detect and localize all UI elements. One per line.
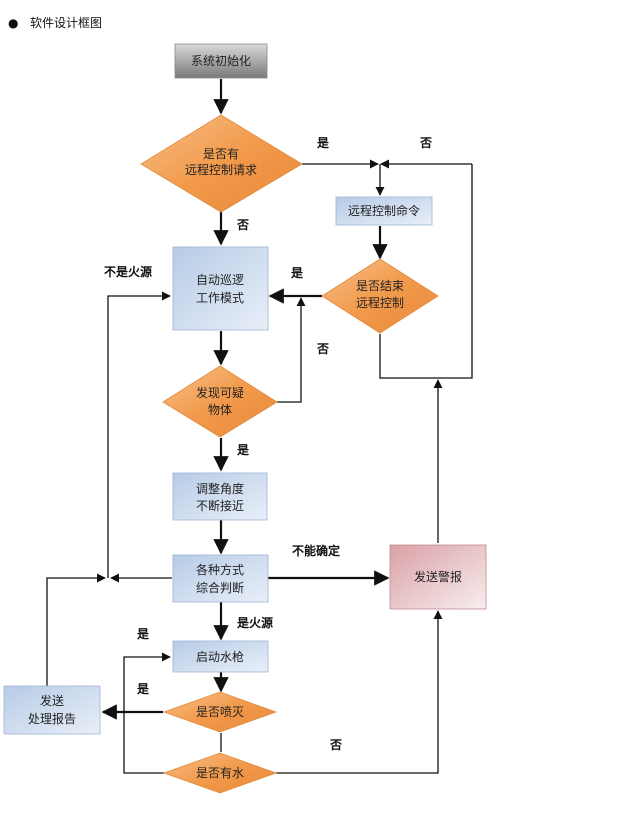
node-auto-patrol: 自动巡逻 工作模式	[172, 246, 269, 331]
edge-end-no-loop	[379, 164, 473, 379]
edge-not-fire-to-patrol	[107, 291, 171, 578]
label-remote-no: 否	[236, 218, 249, 232]
label-extinguished-yes: 是	[136, 682, 150, 696]
header-bullet: ●	[8, 16, 18, 30]
node-remote-request-label-2: 远程控制请求	[185, 162, 257, 177]
label-uncertain: 不能确定	[292, 543, 340, 558]
node-adjust-label-2: 不断接近	[196, 498, 244, 513]
node-has-water-decision: 是否有水	[162, 752, 278, 794]
node-water-gun: 启动水枪	[172, 640, 269, 673]
node-extinguished-decision: 是否喷灭	[162, 691, 278, 733]
edge-labels: 是 否 否 是 否 不是火源 是 不能确定 是火源 是 是 否	[104, 136, 432, 752]
node-adjust-label-1: 调整角度	[196, 481, 244, 496]
label-remote-no-top: 否	[419, 136, 432, 150]
node-remote-command-label: 远程控制命令	[348, 203, 420, 218]
node-suspect-label-1: 发现可疑	[196, 385, 244, 400]
node-auto-patrol-label-1: 自动巡逻	[196, 273, 244, 287]
label-suspect-yes: 是	[236, 443, 250, 457]
node-end-remote-decision: 是否结束 远程控制	[321, 258, 439, 334]
node-suspect-decision: 发现可疑 物体	[162, 365, 278, 438]
edge-suspect-no	[277, 297, 306, 403]
node-report-label-1: 发送	[40, 693, 64, 708]
node-remote-request-label-1: 是否有	[203, 147, 239, 161]
node-remote-command: 远程控制命令	[335, 196, 433, 226]
node-has-water-label: 是否有水	[196, 766, 244, 780]
label-end-yes: 是	[290, 266, 304, 280]
label-water-yes: 是	[136, 627, 150, 641]
node-init: 系统初始化	[174, 43, 268, 79]
node-comprehensive-judge: 各种方式 综合判断	[172, 554, 269, 603]
node-adjust-angle: 调整角度 不断接近	[172, 472, 268, 521]
node-alarm-label: 发送警报	[414, 569, 462, 584]
header-title: 软件设计框图	[30, 16, 102, 30]
node-water-gun-label: 启动水枪	[196, 649, 244, 664]
node-report-label-2: 处理报告	[28, 711, 76, 726]
label-is-fire: 是火源	[236, 615, 273, 630]
node-judge-label-2: 综合判断	[196, 580, 244, 595]
label-remote-yes: 是	[316, 136, 330, 150]
label-end-no: 否	[316, 342, 329, 356]
edge-report-to-junction	[46, 573, 106, 686]
node-suspect-label-2: 物体	[208, 403, 232, 417]
node-init-label: 系统初始化	[191, 54, 251, 68]
node-extinguished-label: 是否喷灭	[196, 705, 244, 719]
node-end-remote-label-2: 远程控制	[356, 295, 404, 310]
node-judge-label-1: 各种方式	[196, 562, 244, 577]
node-remote-request-decision: 是否有 远程控制请求	[140, 114, 303, 213]
node-end-remote-label-1: 是否结束	[356, 279, 404, 293]
label-not-fire: 不是火源	[104, 264, 152, 279]
label-water-no: 否	[329, 738, 342, 752]
node-auto-patrol-label-2: 工作模式	[196, 291, 244, 305]
node-send-report: 发送 处理报告	[3, 685, 101, 735]
edge-water-yes	[123, 652, 171, 774]
connectors	[46, 79, 473, 774]
edge-water-no	[276, 610, 443, 774]
node-send-alarm: 发送警报	[389, 544, 487, 610]
